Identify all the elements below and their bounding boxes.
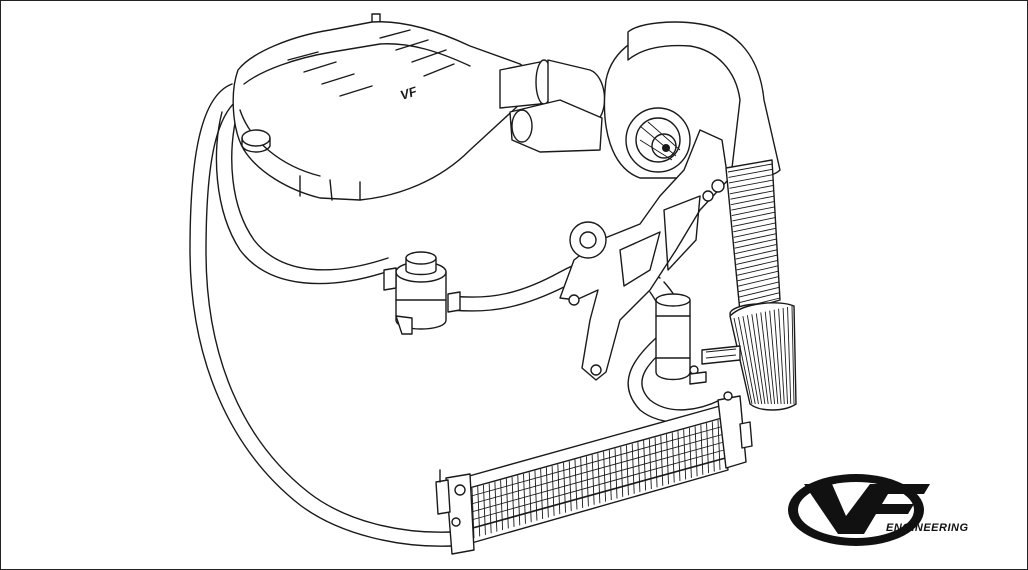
oil-filler-cap (241, 129, 271, 153)
inline-filter (655, 293, 741, 385)
charge-pipe (499, 59, 606, 153)
mounting-bracket (559, 129, 729, 381)
filter-pleats (733, 305, 795, 405)
long-coolant-hose (189, 83, 453, 547)
logo-vf-mark (804, 484, 930, 534)
heat-exchanger-core (463, 419, 725, 539)
vf-engineering-logo: ENGINEERING (788, 474, 969, 546)
logo-wordmark: ENGINEERING (886, 522, 969, 534)
supercharger (603, 21, 781, 179)
reservoir-upper-hose (215, 111, 389, 285)
engine-cover-badge: VF (398, 83, 419, 103)
heat-exchanger-end-tanks (435, 391, 753, 555)
coolant-reservoir (383, 251, 461, 335)
intake-manifold (232, 13, 530, 201)
